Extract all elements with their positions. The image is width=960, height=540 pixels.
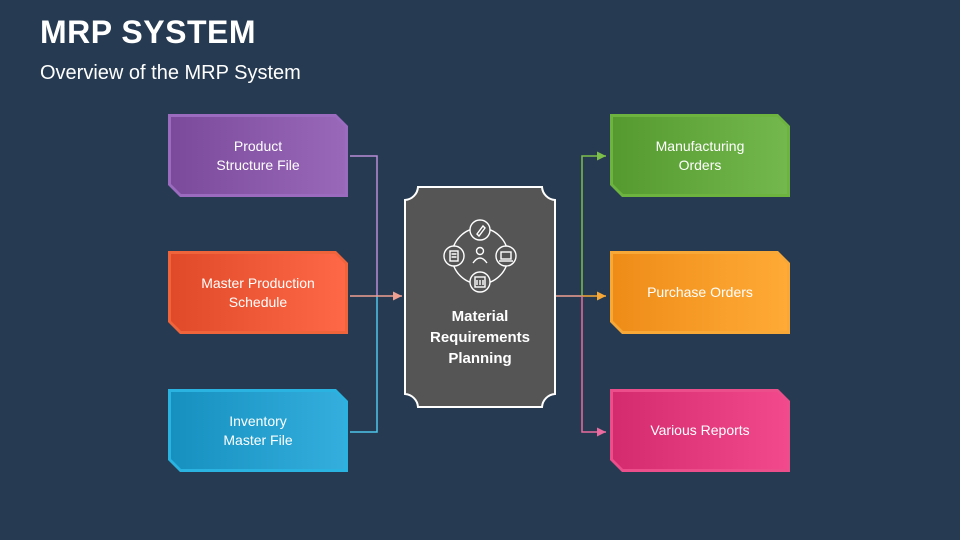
page-subtitle: Overview of the MRP System	[40, 62, 301, 84]
output-label: Manufacturing Orders	[613, 117, 787, 194]
input-label: Product Structure File	[171, 117, 345, 194]
connector-product-structure	[350, 155, 378, 296]
page-title: MRP SYSTEM	[40, 14, 256, 50]
output-manufacturing-orders: Manufacturing Orders	[610, 114, 790, 197]
output-various-reports: Various Reports	[610, 389, 790, 472]
laptop-icon	[495, 245, 517, 267]
connector-manufacturing	[581, 151, 606, 296]
input-product-structure-file: Product Structure File	[168, 114, 348, 197]
center-label: Material Requirements Planning	[429, 308, 531, 367]
input-master-production-schedule: Master Production Schedule	[168, 251, 348, 334]
output-purchase-orders: Purchase Orders	[610, 251, 790, 334]
user-icon	[472, 246, 488, 264]
connector-inventory	[350, 296, 378, 433]
document-icon	[443, 245, 465, 267]
input-label: Master Production Schedule	[171, 254, 345, 331]
connector-reports	[581, 296, 606, 437]
input-inventory-master-file: Inventory Master File	[168, 389, 348, 472]
mrp-icon-cluster	[443, 219, 517, 293]
input-label: Inventory Master File	[171, 392, 345, 469]
center-process-box	[404, 186, 556, 408]
output-label: Various Reports	[613, 392, 787, 469]
output-label: Purchase Orders	[613, 254, 787, 331]
